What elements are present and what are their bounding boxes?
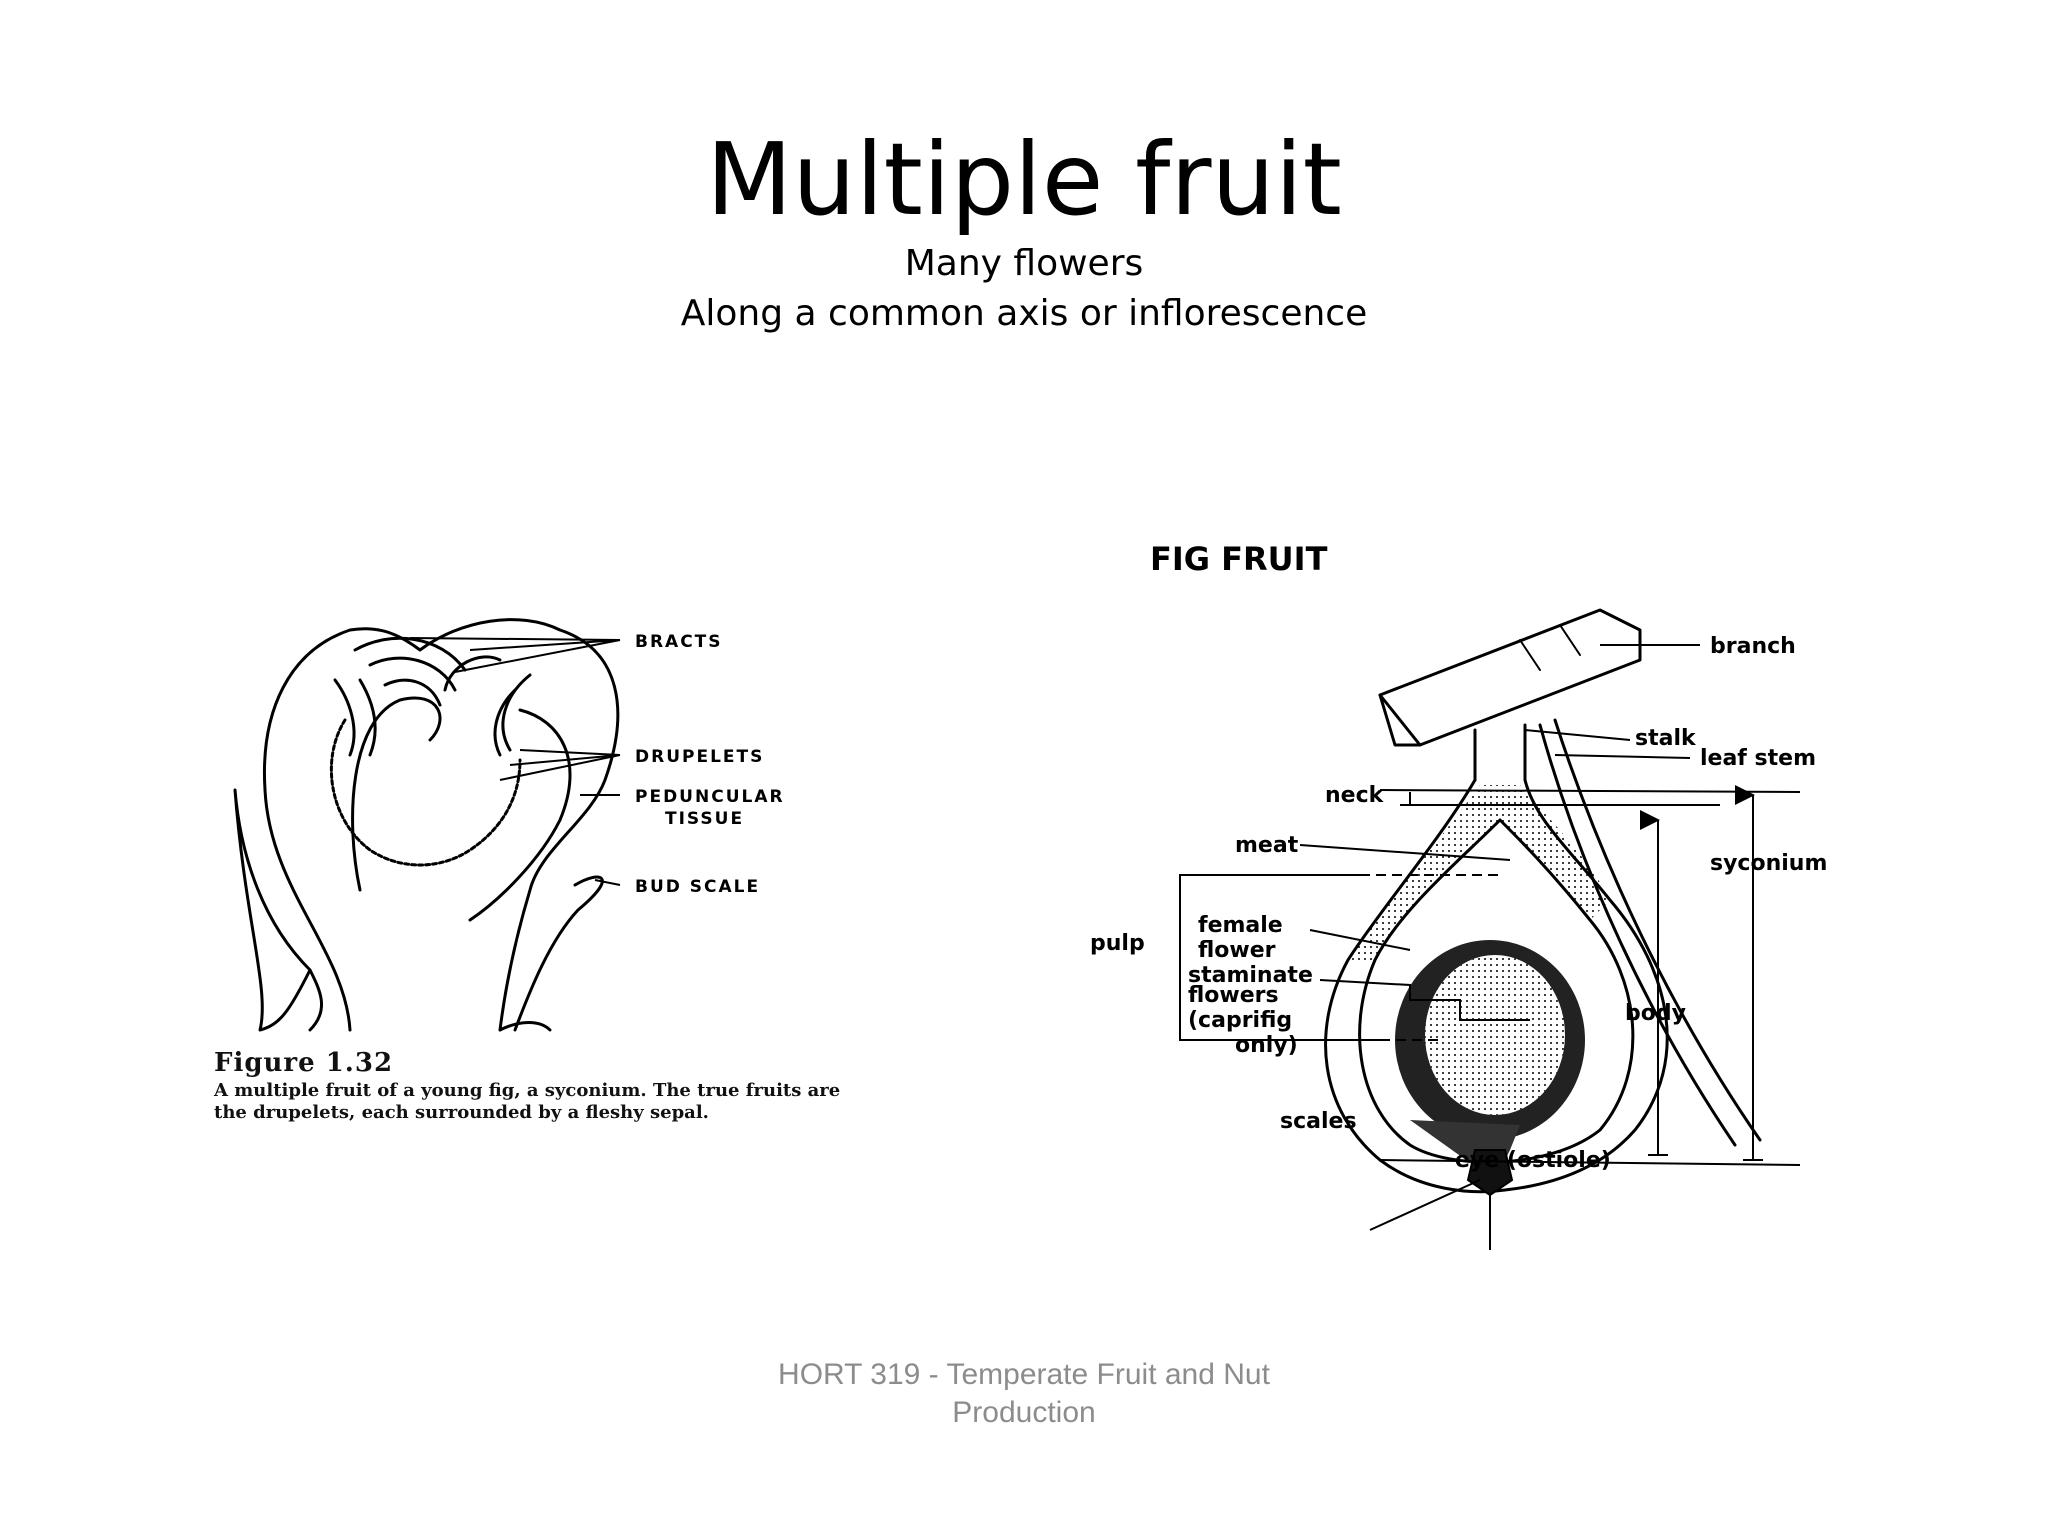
caption-title: Figure 1.32 xyxy=(214,1048,394,1078)
label-stalk: stalk xyxy=(1635,726,1697,751)
branch xyxy=(1378,608,1642,747)
slide-footer: HORT 319 - Temperate Fruit and Nut Produ… xyxy=(0,1356,2048,1432)
leader-bud-scale xyxy=(594,879,621,886)
bract-1 xyxy=(353,636,467,672)
bud-scale-left xyxy=(233,788,312,1032)
bract-4 xyxy=(443,655,502,692)
slide-subtitle-line-1: Many flowers xyxy=(904,243,1144,284)
label-peduncular: PEDUNCULAR xyxy=(635,787,785,807)
label-flowers: flowers xyxy=(1188,983,1279,1008)
leader-bracts xyxy=(409,637,621,673)
branch-end xyxy=(1378,693,1422,747)
young-fig-diagram: BRACTS DRUPELETS PEDUNCULAR TISSUE BUD S… xyxy=(233,618,785,1032)
caption-text: A multiple fruit of a young fig, a sycon… xyxy=(214,1080,841,1123)
leader-female xyxy=(1309,929,1411,951)
bud-scale-right xyxy=(513,875,604,1032)
stem-base xyxy=(308,968,552,1032)
label-bracts: BRACTS xyxy=(635,632,723,652)
label-only: only) xyxy=(1235,1033,1298,1058)
slide-title: Multiple fruit xyxy=(706,121,1342,238)
fig-fruit-diagram: FIG FRUIT xyxy=(1090,540,1827,1250)
label-flower: flower xyxy=(1198,938,1276,963)
label-eye: eye (ostiole) xyxy=(1455,1148,1611,1173)
label-branch: branch xyxy=(1710,634,1796,659)
leader-scales xyxy=(1369,1179,1481,1231)
footer-line-1: HORT 319 - Temperate Fruit and Nut xyxy=(778,1358,1270,1391)
label-leaf-stem: leaf stem xyxy=(1700,746,1816,771)
bract-7 xyxy=(501,673,532,752)
label-body: body xyxy=(1625,1001,1686,1026)
branch-bark xyxy=(1519,624,1581,671)
bract-5 xyxy=(333,678,356,757)
left-figure-caption: Figure 1.32 A multiple fruit of a young … xyxy=(214,1048,854,1124)
fig-outer-wall xyxy=(262,618,620,1032)
label-tissue: TISSUE xyxy=(665,809,744,829)
neck-lines xyxy=(1379,789,1801,806)
label-scales: scales xyxy=(1280,1109,1357,1134)
bract-8 xyxy=(493,688,517,757)
label-drupelets: DRUPELETS xyxy=(635,747,764,767)
label-neck: neck xyxy=(1325,783,1385,808)
pulp-bracket xyxy=(1179,874,1380,1041)
leader-staminate xyxy=(1319,979,1530,1021)
leader-leaf-stem xyxy=(1554,754,1691,759)
bract-6 xyxy=(358,678,377,757)
label-bud-scale: BUD SCALE xyxy=(635,877,760,897)
neck-tissue xyxy=(1348,785,1610,960)
leader-meat xyxy=(1299,844,1511,861)
female-flower-mass xyxy=(1395,940,1585,1170)
leader-stalk xyxy=(1524,729,1631,741)
label-meat: meat xyxy=(1235,833,1299,858)
bract-2 xyxy=(368,656,457,692)
leaf-stem xyxy=(1538,718,1762,1147)
label-female: female xyxy=(1198,913,1283,938)
leader-drupelets xyxy=(499,749,621,781)
label-pulp: pulp xyxy=(1090,931,1145,956)
label-caprifig: (caprifig xyxy=(1188,1008,1292,1033)
drupelet-cavity xyxy=(329,718,522,867)
fig-fruit-heading: FIG FRUIT xyxy=(1150,540,1328,578)
base-line xyxy=(1379,1159,1801,1166)
bract-3 xyxy=(383,678,442,707)
fig-cavity-wall xyxy=(351,696,572,922)
footer-line-2: Production xyxy=(952,1396,1096,1429)
label-syconium: syconium xyxy=(1710,851,1827,876)
slide-subtitle-line-2: Along a common axis or inflorescence xyxy=(680,293,1368,334)
label-staminate: staminate xyxy=(1188,963,1313,988)
stalk xyxy=(1473,723,1527,782)
